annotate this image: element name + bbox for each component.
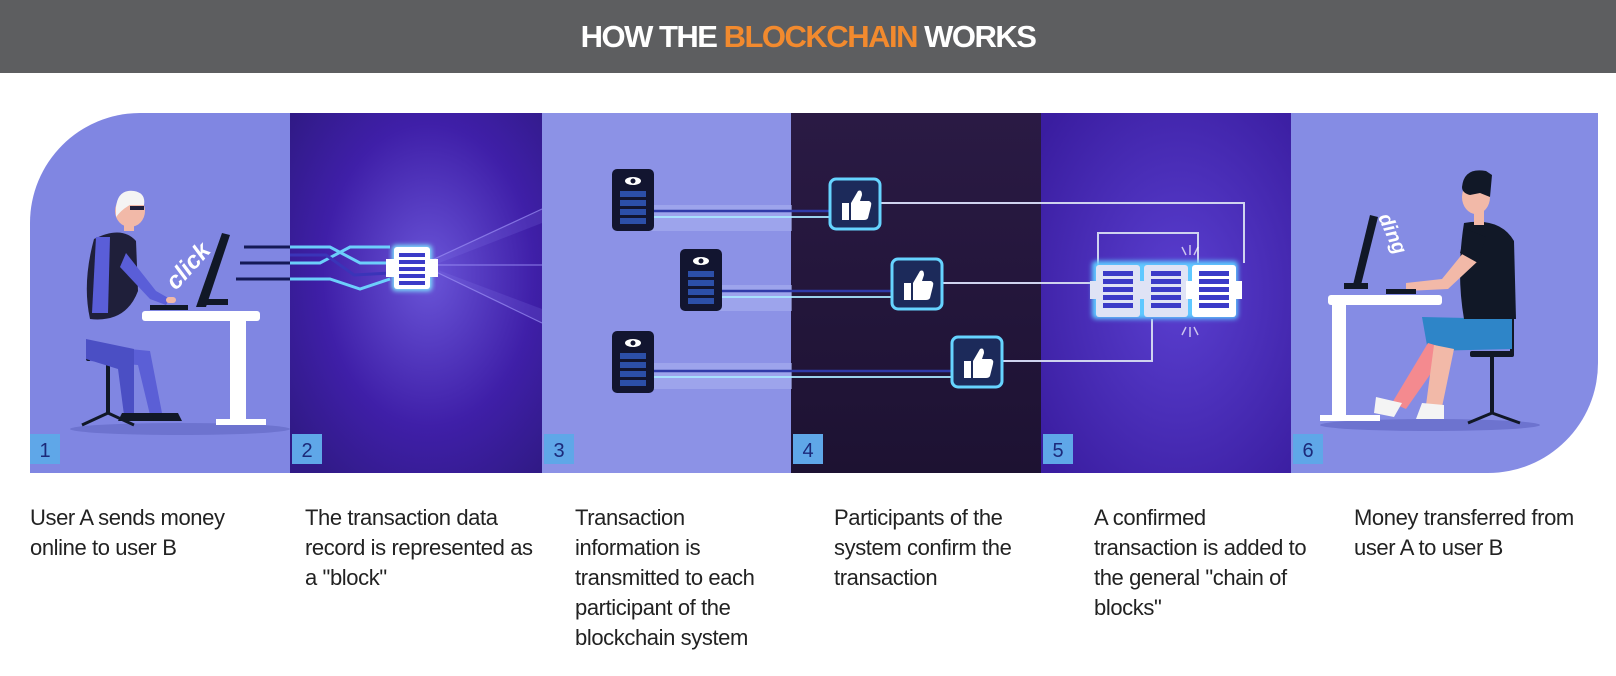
caption-step-2: The transaction data record is represent… — [305, 505, 533, 590]
data-block-icon — [290, 208, 543, 324]
server-icon — [612, 331, 654, 393]
svg-text:2: 2 — [301, 440, 312, 462]
block-chain-icon — [1090, 245, 1242, 337]
illustration-strip: click — [30, 113, 1598, 473]
panel-number-4: 4 — [793, 434, 823, 464]
svg-text:6: 6 — [1302, 440, 1313, 462]
caption-step-1: User A sends money online to user B — [30, 505, 225, 560]
server-icon — [680, 249, 722, 311]
caption-step-5: A confirmed transaction is added to the … — [1094, 505, 1307, 620]
title-accent: BLOCKCHAIN — [723, 18, 919, 54]
page-title: HOW THE BLOCKCHAIN WORKS — [580, 18, 1037, 55]
user-b-illustration: ding — [1320, 170, 1540, 431]
caption-step-4: Participants of the system confirm the t… — [834, 505, 1012, 590]
title-suffix: WORKS — [916, 18, 1037, 54]
caption-step-3: Transaction information is transmitted t… — [575, 505, 755, 650]
svg-text:5: 5 — [1052, 440, 1063, 462]
thumbs-up-icon — [950, 335, 1004, 389]
caption-step-6: Money transferred from user A to user B — [1354, 505, 1574, 560]
svg-text:1: 1 — [39, 440, 50, 462]
panel-number-1: 1 — [30, 434, 60, 464]
panel-number-3: 3 — [544, 434, 574, 464]
server-icon — [612, 169, 654, 231]
panel-number-2: 2 — [292, 434, 322, 464]
title-prefix: HOW THE — [580, 18, 724, 54]
panel-2-bg — [290, 113, 542, 473]
network-lines — [642, 202, 1245, 389]
header-bar: HOW THE BLOCKCHAIN WORKS — [0, 0, 1616, 73]
thumbs-up-icon — [890, 257, 944, 311]
panel-number-6: 6 — [1293, 434, 1323, 464]
svg-text:3: 3 — [553, 440, 564, 462]
svg-text:4: 4 — [802, 440, 813, 462]
panel-number-5: 5 — [1043, 434, 1073, 464]
thumbs-up-icon — [828, 177, 882, 231]
